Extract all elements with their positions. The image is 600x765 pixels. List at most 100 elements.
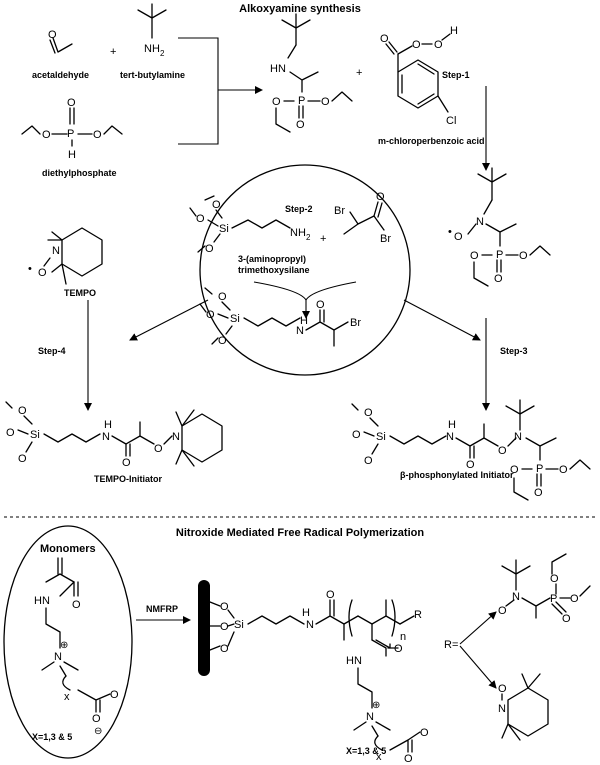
nmfrp-label: NMFRP <box>146 604 178 614</box>
step-2-circle <box>199 164 411 376</box>
svg-text:O: O <box>420 727 429 739</box>
diethylphosphate-label: diethylphosphate <box>42 168 117 178</box>
plus-sign-3: + <box>320 233 326 245</box>
svg-text:x: x <box>376 751 382 763</box>
svg-text:O: O <box>206 309 215 321</box>
monomers-ellipse <box>3 525 133 759</box>
svg-text:n: n <box>400 631 406 643</box>
step-1-label: Step-1 <box>442 70 470 80</box>
svg-text:O: O <box>67 97 76 109</box>
svg-text:O: O <box>110 689 119 701</box>
polymerization-title: Nitroxide Mediated Free Radical Polymeri… <box>176 527 424 539</box>
svg-text:O: O <box>18 405 27 417</box>
synthesis-title: Alkoxyamine synthesis <box>239 3 361 15</box>
svg-text:NH: NH <box>144 43 160 55</box>
svg-text:O: O <box>218 291 227 303</box>
svg-text:O: O <box>316 299 325 311</box>
svg-text:⊕: ⊕ <box>372 700 380 711</box>
aptms-structure: O Si O O NH 2 <box>189 195 311 255</box>
svg-text:O: O <box>434 39 443 51</box>
monomers-x-label: X=1,3 & 5 <box>32 732 72 742</box>
svg-text:O: O <box>559 464 568 476</box>
svg-text:O: O <box>550 573 559 585</box>
svg-text:O: O <box>352 429 361 441</box>
svg-text:N: N <box>54 651 62 663</box>
svg-text:O: O <box>326 589 335 601</box>
svg-text:O: O <box>6 427 15 439</box>
tert-butylamine-label: tert-butylamine <box>120 70 185 80</box>
substrate-surface <box>198 580 210 676</box>
svg-text:O: O <box>92 713 101 725</box>
svg-text:H: H <box>448 419 456 431</box>
svg-text:O: O <box>364 455 373 467</box>
monomer-structure: O HN N ⊕ x O O ⊖ <box>34 557 119 737</box>
step-3-label: Step-3 <box>500 346 528 356</box>
svg-text:O: O <box>380 33 389 45</box>
svg-text:O: O <box>498 605 507 617</box>
r-arrow-to-sg1 <box>459 611 497 645</box>
svg-text:N: N <box>498 703 506 715</box>
tempo-structure: N O • <box>28 227 103 285</box>
arrow-circle-to-tempo-initiator <box>129 299 209 341</box>
svg-text:O: O <box>470 250 479 262</box>
svg-text:P: P <box>67 128 74 140</box>
svg-text:HN: HN <box>346 655 362 667</box>
svg-text:N: N <box>514 431 522 443</box>
svg-text:R: R <box>414 609 422 621</box>
svg-text:O: O <box>72 599 81 611</box>
svg-text:⊕: ⊕ <box>60 640 68 651</box>
svg-text:O: O <box>404 753 413 765</box>
svg-text:O: O <box>220 601 229 613</box>
tert-butylamine-structure: NH 2 <box>137 3 167 58</box>
svg-text:H: H <box>300 315 308 327</box>
svg-text:O: O <box>466 459 475 471</box>
svg-text:O: O <box>38 267 47 279</box>
step-4-label: Step-4 <box>38 346 66 356</box>
tempo-initiator-structure: O Si O O H N O O N <box>5 401 223 469</box>
r-sg1-fragment: O N P O O O <box>498 553 591 625</box>
svg-text:P: P <box>298 95 305 107</box>
r-arrow-to-tempo <box>459 645 497 689</box>
mcpba-label: m-chloroperbenzoic acid <box>378 136 485 146</box>
svg-text:P: P <box>496 249 503 261</box>
bromopropionyl-bromide-structure: Br O Br <box>334 191 391 245</box>
svg-text:Br: Br <box>380 233 391 245</box>
svg-text:O: O <box>205 243 214 255</box>
monomers-label: Monomers <box>40 543 96 555</box>
svg-text:O: O <box>122 457 131 469</box>
svg-text:O: O <box>48 29 57 41</box>
svg-text:O: O <box>494 273 503 285</box>
svg-text:P: P <box>550 593 557 605</box>
r-tempo-fragment: O N <box>498 673 549 741</box>
svg-text:O: O <box>42 129 51 141</box>
aptms-label-2: trimethoxysilane <box>238 265 310 275</box>
svg-text:O: O <box>220 643 229 655</box>
svg-text:O: O <box>394 643 403 655</box>
svg-text:O: O <box>18 453 27 465</box>
combine-bracket <box>178 37 219 145</box>
svg-text:Br: Br <box>334 205 345 217</box>
svg-text:O: O <box>454 231 463 243</box>
acetaldehyde-label: acetaldehyde <box>32 70 89 80</box>
svg-text:N: N <box>476 216 484 228</box>
svg-text:HN: HN <box>34 595 50 607</box>
svg-text:N: N <box>446 431 454 443</box>
svg-text:2: 2 <box>160 49 165 58</box>
svg-text:N: N <box>296 325 304 337</box>
svg-text:HN: HN <box>270 63 286 75</box>
svg-text:O: O <box>218 335 227 347</box>
svg-text:•: • <box>448 226 452 238</box>
r-equals-label: R= <box>444 639 458 651</box>
mcpba-structure: O O O H Cl <box>380 25 458 127</box>
grafted-polymer-structure: O O Si O H N O n R O HN N ⊕ x O O <box>209 589 429 765</box>
diethylphosphate-structure: O P O O H <box>21 97 123 161</box>
svg-text:O: O <box>212 199 221 211</box>
svg-text:O: O <box>364 407 373 419</box>
acetaldehyde-structure: O <box>48 29 73 54</box>
svg-text:H: H <box>68 149 76 161</box>
svg-text:O: O <box>296 119 305 131</box>
svg-text:Cl: Cl <box>446 115 456 127</box>
svg-text:N: N <box>52 245 60 257</box>
svg-text:H: H <box>104 419 112 431</box>
